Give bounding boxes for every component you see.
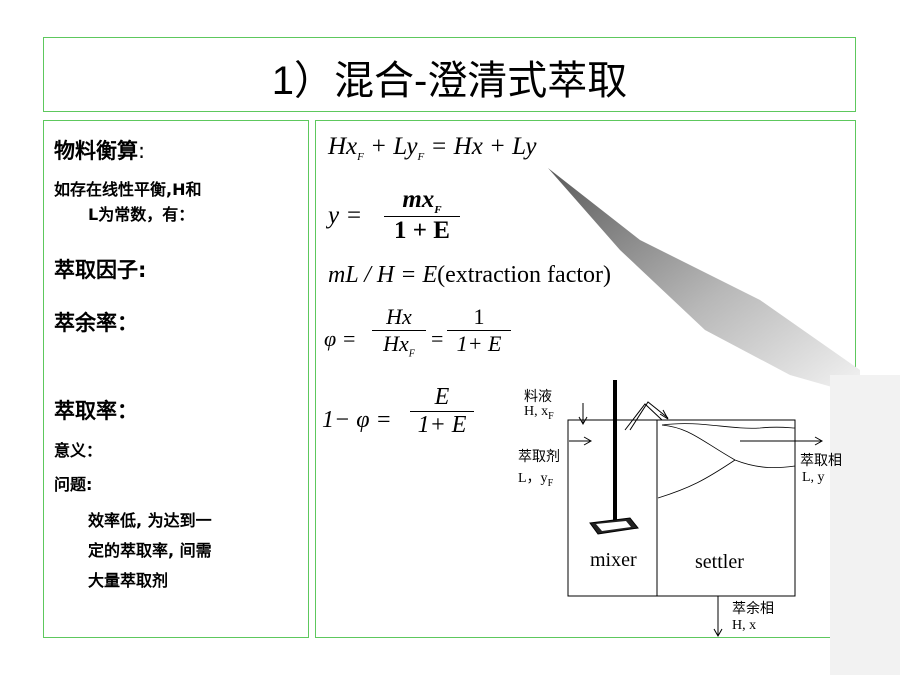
eq2-denominator: 1 + E (384, 216, 460, 245)
meaning-label: 意义： (54, 441, 103, 460)
stirrer-blade-inner (596, 521, 631, 531)
eq3-paren: (extraction factor) (437, 262, 612, 288)
eq4-denominator-2: 1+ E (447, 330, 511, 357)
vessel-outline (567, 419, 796, 597)
problem-text-1: 效率低, 为达到一 (88, 511, 212, 530)
eq3-text: mL / H = E (328, 262, 438, 288)
mixer-label: mixer (590, 549, 637, 571)
balance-label: 物料衡算 (54, 139, 138, 163)
extract-label: 萃取率： (54, 399, 138, 423)
equation-balance: HxF + LyF = Hx + Ly (328, 133, 537, 163)
condition-line-2: L为常数，有： (88, 205, 195, 224)
condition-line-1: 如存在线性平衡,H和 (54, 180, 202, 199)
equation-4-fraction-2: 1 1+ E (447, 304, 511, 357)
feed-label: H, xF (524, 404, 554, 422)
settler-label: settler (695, 551, 744, 573)
factor-label: 萃取因子: (54, 258, 147, 282)
left-panel: 物料衡算: 如存在线性平衡,H和 L为常数，有： 萃取因子: 萃余率： 萃取率：… (43, 120, 309, 638)
balance-heading: 物料衡算: (54, 135, 145, 165)
eq5-numerator: E (434, 384, 450, 410)
eq5-denominator: 1+ E (410, 411, 474, 439)
equation-5-lhs: 1− φ = (322, 407, 392, 433)
extract-phase-label: L, y (802, 470, 825, 485)
equation-2-fraction: mxF 1 + E (384, 186, 460, 245)
raffinate-label: 萃余率： (54, 311, 138, 335)
raffinate-phase-label: H, x (732, 618, 757, 633)
slide-title: 1）混合-澄清式萃取 (271, 59, 628, 103)
equation-4-lhs: φ = (324, 326, 357, 351)
equation-2-lhs: y = (328, 202, 363, 229)
solvent-label-zh: 萃取剂 (518, 449, 560, 465)
feed-label-zh: 料液 (524, 389, 552, 405)
equation-3: mL / H = E(extraction factor) (328, 262, 611, 289)
eq4-denominator-1: HxF (372, 330, 426, 359)
extract-phase-zh: 萃取相 (800, 453, 842, 469)
equation-4-fraction-1: Hx HxF (372, 304, 426, 359)
equation-5-fraction: E 1+ E (410, 384, 474, 439)
problem-text-3: 大量萃取剂 (88, 571, 169, 590)
problem-text-2: 定的萃取率, 间需 (88, 541, 212, 560)
balance-colon: : (138, 139, 146, 163)
eq4-numerator-1: Hx (386, 304, 412, 329)
raffinate-phase-zh: 萃余相 (732, 601, 774, 617)
eq2-numerator: mxF (402, 186, 442, 216)
equation-4-equals: = (431, 326, 444, 351)
problem-label: 问题: (54, 475, 93, 494)
solvent-label: L，yF (518, 471, 554, 489)
eq4-numerator-2: 1 (473, 304, 485, 329)
title-box: 1）混合-澄清式萃取 (43, 37, 856, 112)
